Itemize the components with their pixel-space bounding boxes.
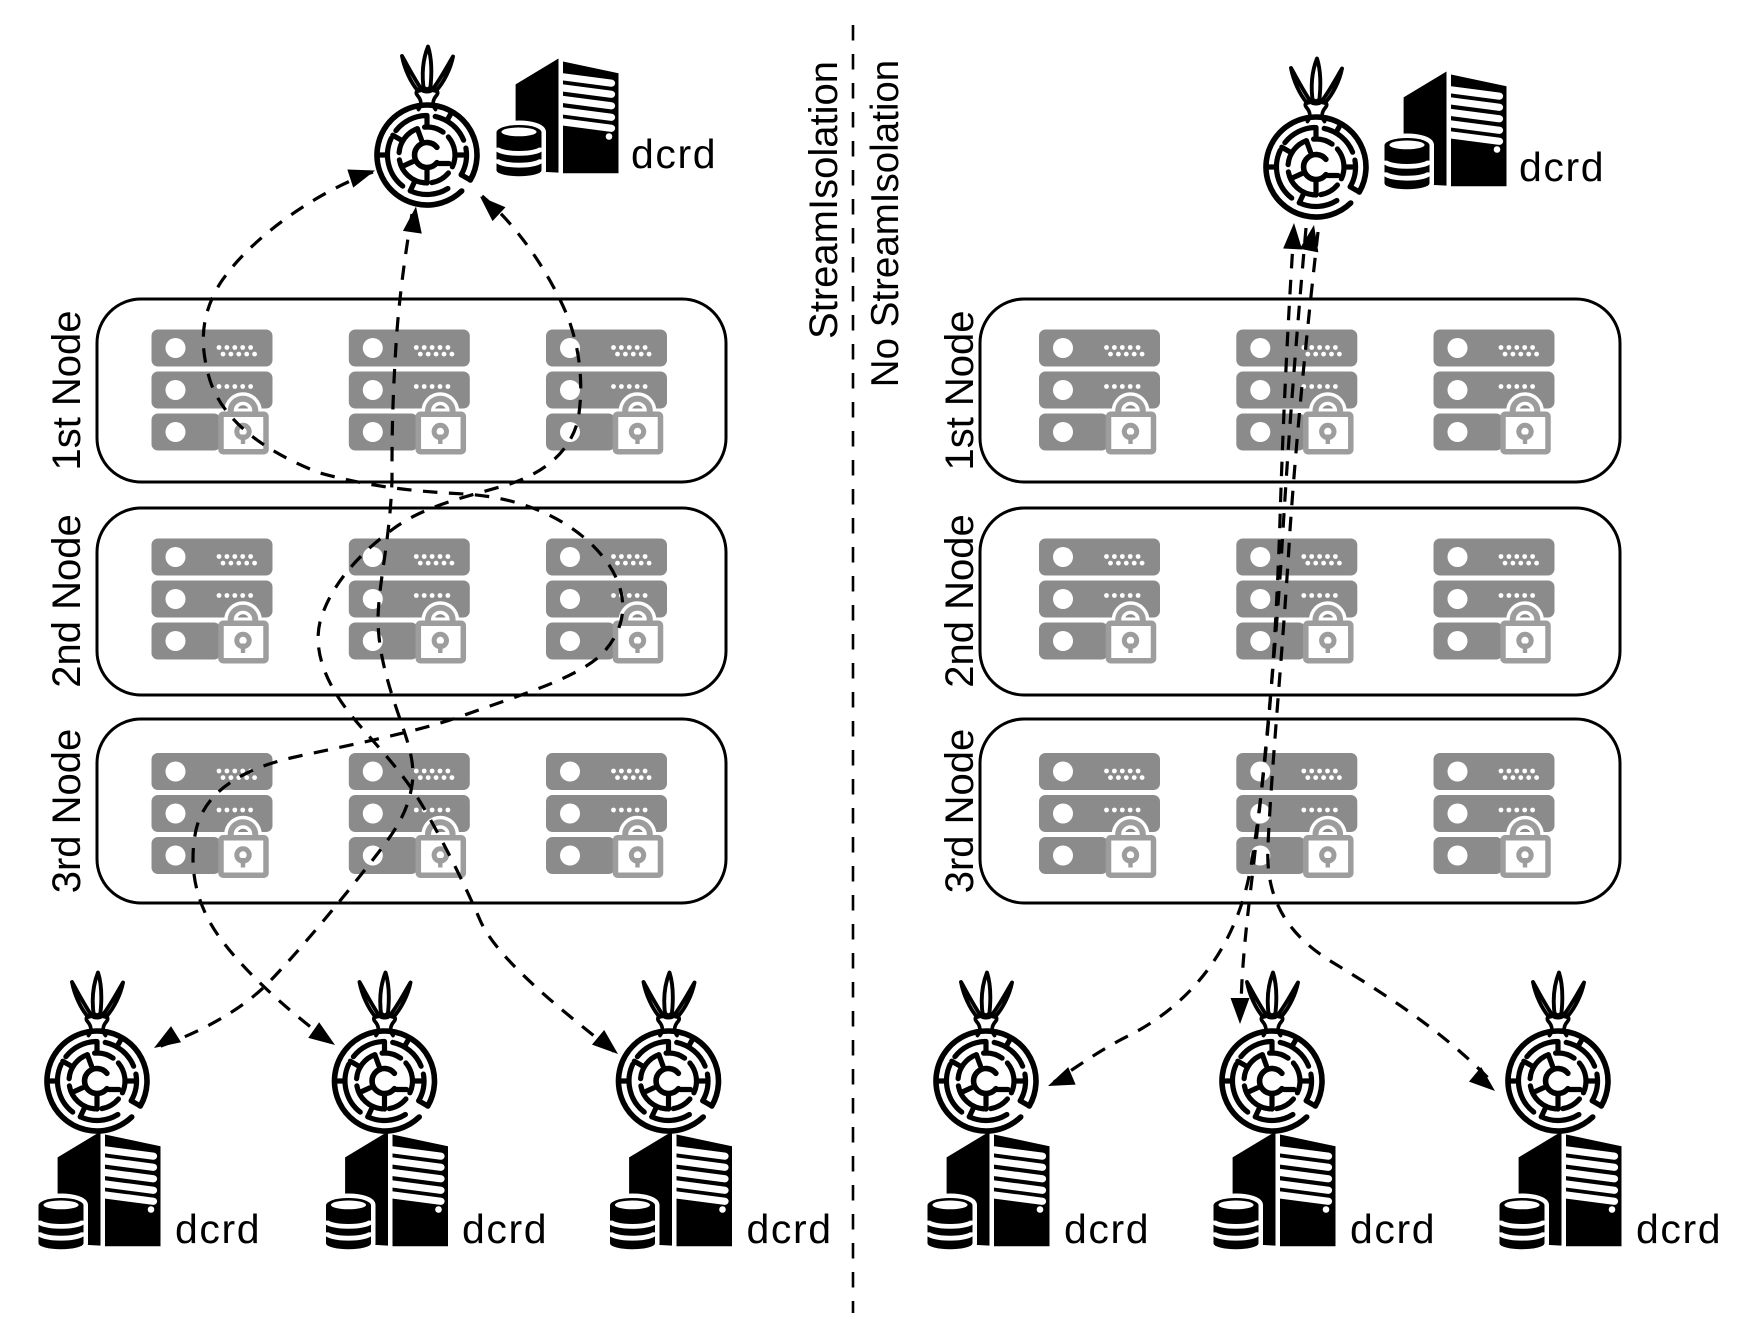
svg-text:dcrd: dcrd — [631, 131, 717, 177]
svg-text:dcrd: dcrd — [1064, 1206, 1150, 1252]
svg-text:dcrd: dcrd — [462, 1206, 548, 1252]
svg-text:dcrd: dcrd — [175, 1206, 261, 1252]
svg-text:2nd Node: 2nd Node — [938, 514, 982, 687]
svg-text:dcrd: dcrd — [747, 1206, 833, 1252]
svg-text:3rd Node: 3rd Node — [938, 729, 982, 894]
svg-text:No StreamIsolation: No StreamIsolation — [864, 60, 907, 387]
svg-text:3rd Node: 3rd Node — [45, 729, 89, 894]
svg-text:StreamIsolation: StreamIsolation — [802, 61, 846, 339]
svg-text:dcrd: dcrd — [1350, 1206, 1436, 1252]
svg-text:1st Node: 1st Node — [45, 310, 89, 470]
svg-text:2nd Node: 2nd Node — [45, 514, 89, 687]
svg-text:1st Node: 1st Node — [938, 310, 982, 470]
svg-text:dcrd: dcrd — [1636, 1206, 1722, 1252]
svg-text:dcrd: dcrd — [1519, 144, 1605, 190]
